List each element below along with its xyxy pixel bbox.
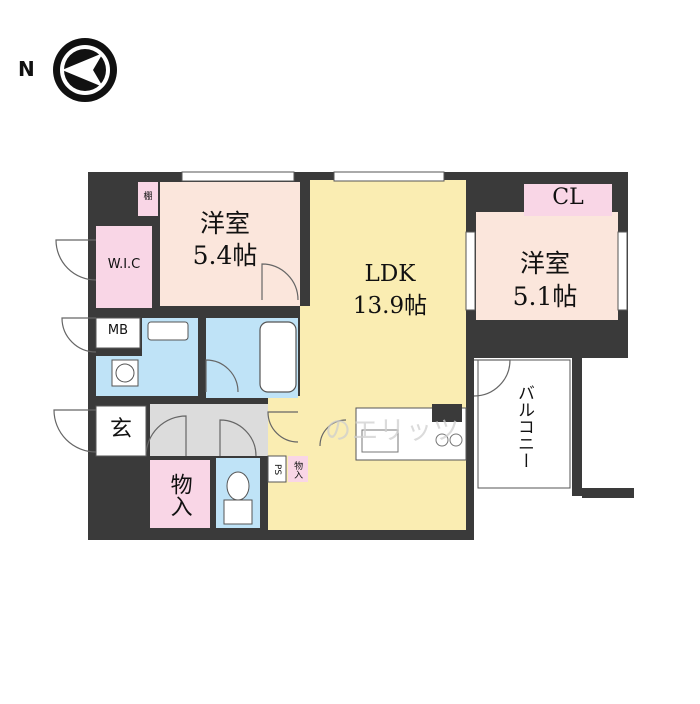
storage-label: 物入 [166, 473, 192, 517]
storage [150, 460, 210, 528]
western-room-1 [160, 182, 300, 306]
kitchen-counter [355, 404, 467, 461]
hallway [150, 404, 268, 456]
ldk-size: 13.9帖 [352, 293, 428, 319]
western-room-2 [476, 212, 618, 320]
north-compass-icon [53, 38, 117, 102]
western-room-2-name: 洋室 [519, 249, 570, 278]
toilet-icon [223, 471, 253, 525]
windows [181, 171, 628, 311]
western-room-1-name: 洋室 [199, 209, 250, 238]
meter-box-label: MB [107, 323, 129, 338]
closet [524, 184, 612, 216]
washbasin-icon [147, 321, 189, 341]
walk-in-closet [96, 226, 152, 308]
door-swings [53, 239, 511, 457]
wic-label: W.I.C [107, 257, 141, 272]
western-room-1-size: 5.4帖 [192, 241, 258, 270]
entrance [95, 405, 147, 457]
balcony-label: バルコニー [514, 383, 535, 469]
entrance-label: 玄 [109, 417, 132, 442]
closet-label: CL [552, 185, 584, 210]
north-label: N [18, 57, 35, 81]
bathtub-icon [259, 321, 297, 393]
ldk-name: LDK [364, 261, 416, 287]
small-storage-label: 物入 [292, 461, 303, 479]
ldk-room [310, 180, 466, 530]
western-room-2-size: 5.1帖 [512, 282, 578, 311]
shelf-label: 棚 [143, 192, 153, 202]
pipe-space-label: PS [272, 464, 283, 476]
watermark: のエリッツ [325, 416, 461, 446]
